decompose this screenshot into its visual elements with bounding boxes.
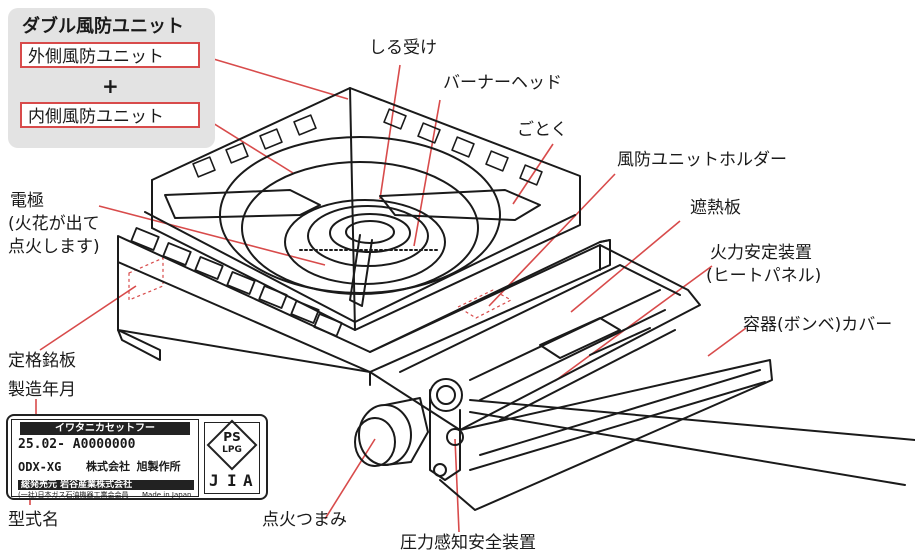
cover-leader: [707, 327, 747, 357]
electrode-label: 電極: [10, 191, 44, 211]
nameplate-seller: 総発売元 岩谷産業株式会社: [18, 480, 194, 490]
drip-tray-label: しる受け: [369, 38, 437, 58]
drip-tray-leader: [379, 64, 401, 200]
hidden-parts: [128, 257, 513, 319]
nameplate-code: 25.02- A0000000: [18, 437, 136, 452]
burner-head-label: バーナーヘッド: [443, 73, 562, 93]
electrode-note-2: 点火します): [8, 237, 100, 257]
mark-lpg: LPG: [222, 445, 242, 455]
canister-cover-label: 容器(ボンベ)カバー: [743, 315, 893, 335]
nameplate-model: ODX-XG: [18, 460, 62, 474]
plus-sign: +: [102, 74, 119, 98]
heat-shield-leader: [570, 220, 681, 313]
nameplate-assoc: (一社)日本ガス石油機器工業会会員: [18, 491, 129, 499]
heat-panel-label: (ヒートパネル): [706, 266, 822, 286]
knob-leader: [324, 438, 376, 520]
ps-lpg-mark: PS LPG J I A: [204, 419, 260, 494]
outer-windscreen-label: 外側風防ユニット: [20, 42, 200, 68]
windscreen-holder-label: 風防ユニットホルダー: [617, 150, 787, 170]
inner-windscreen-leader: [199, 114, 294, 174]
rating-nameplate: イワタニカセットフー 25.02- A0000000 ODX-XG 株式会社 旭…: [6, 414, 268, 500]
heat-shield-label: 遮熱板: [690, 198, 741, 218]
windscreen-group-title: ダブル風防ユニット: [22, 16, 184, 37]
nameplate-origin: Made in Japan: [142, 491, 192, 499]
flame-stabilizer-label: 火力安定装置: [710, 243, 812, 263]
electrode-leader: [98, 205, 326, 266]
trivet-leader: [512, 143, 554, 205]
stove-body: [117, 87, 915, 511]
manufacture-date-label: 製造年月: [8, 380, 76, 400]
ignition-knob-label: 点火つまみ: [262, 510, 347, 530]
nameplate-maker: 株式会社 旭製作所: [86, 460, 181, 473]
model-name-label: 型式名: [8, 510, 59, 530]
nameplate-text-area: イワタニカセットフー 25.02- A0000000 ODX-XG 株式会社 旭…: [11, 419, 199, 499]
mark-a: A: [243, 471, 253, 490]
outer-windscreen-leader: [199, 54, 349, 100]
safety-leader: [454, 438, 460, 533]
pressure-safety-label: 圧力感知安全装置: [400, 533, 536, 553]
nameplate-header: イワタニカセットフー: [20, 422, 190, 435]
mark-j: J: [209, 471, 219, 490]
mark-i: I: [227, 471, 237, 490]
trivet-label: ごとく: [517, 120, 568, 140]
rating-plate-label: 定格銘板: [8, 351, 76, 371]
rating-plate-leader: [39, 285, 137, 351]
electrode-note-1: (火花が出て: [8, 214, 100, 234]
mark-ps: PS: [223, 430, 241, 444]
stabilizer-leader: [554, 265, 713, 382]
inner-windscreen-label: 内側風防ユニット: [20, 102, 200, 128]
